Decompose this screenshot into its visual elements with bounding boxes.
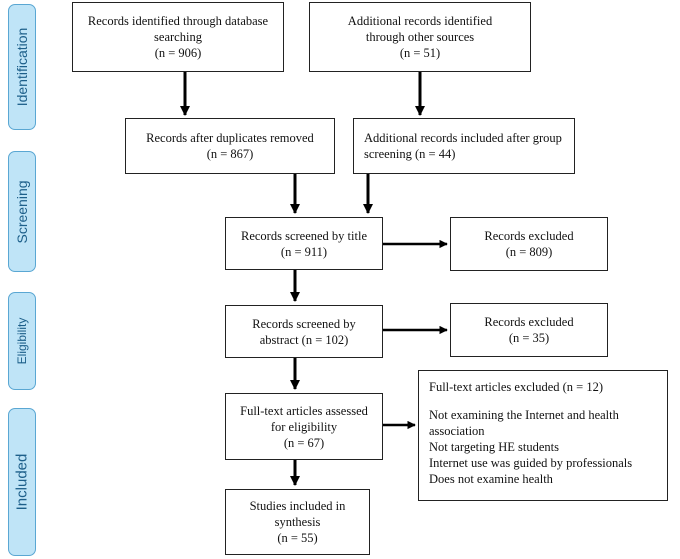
- stage-eligibility: Eligibility: [8, 292, 36, 390]
- exclusion-reason: Not targeting HE students: [429, 440, 559, 454]
- stage-screening: Screening: [8, 151, 36, 272]
- fulltext-excluded-title: Full-text articles excluded (n = 12): [429, 380, 604, 394]
- box-database-records: Records identified through database sear…: [72, 2, 284, 72]
- exclusion-reason: association: [429, 424, 485, 438]
- box-screened-by-title: Records screened by title (n = 911): [225, 217, 383, 270]
- box-fulltext-excluded: Full-text articles excluded (n = 12) Not…: [418, 370, 668, 501]
- box-other-sources: Additional records identified through ot…: [309, 2, 531, 72]
- box-duplicates-removed: Records after duplicates removed (n = 86…: [125, 118, 335, 174]
- exclusion-reason: Does not examine health: [429, 472, 553, 486]
- box-excluded-by-title: Records excluded (n = 809): [450, 217, 608, 271]
- box-group-screening: Additional records included after group …: [353, 118, 575, 174]
- exclusion-reason: Not examining the Internet and health: [429, 408, 619, 422]
- box-fulltext-assessed: Full-text articles assessed for eligibil…: [225, 393, 383, 460]
- box-excluded-by-abstract: Records excluded (n = 35): [450, 303, 608, 357]
- box-screened-by-abstract: Records screened by abstract (n = 102): [225, 305, 383, 358]
- exclusion-reason: Internet use was guided by professionals: [429, 456, 633, 470]
- stage-included: Included: [8, 408, 36, 556]
- box-studies-included: Studies included in synthesis (n = 55): [225, 489, 370, 555]
- stage-identification: Identification: [8, 4, 36, 130]
